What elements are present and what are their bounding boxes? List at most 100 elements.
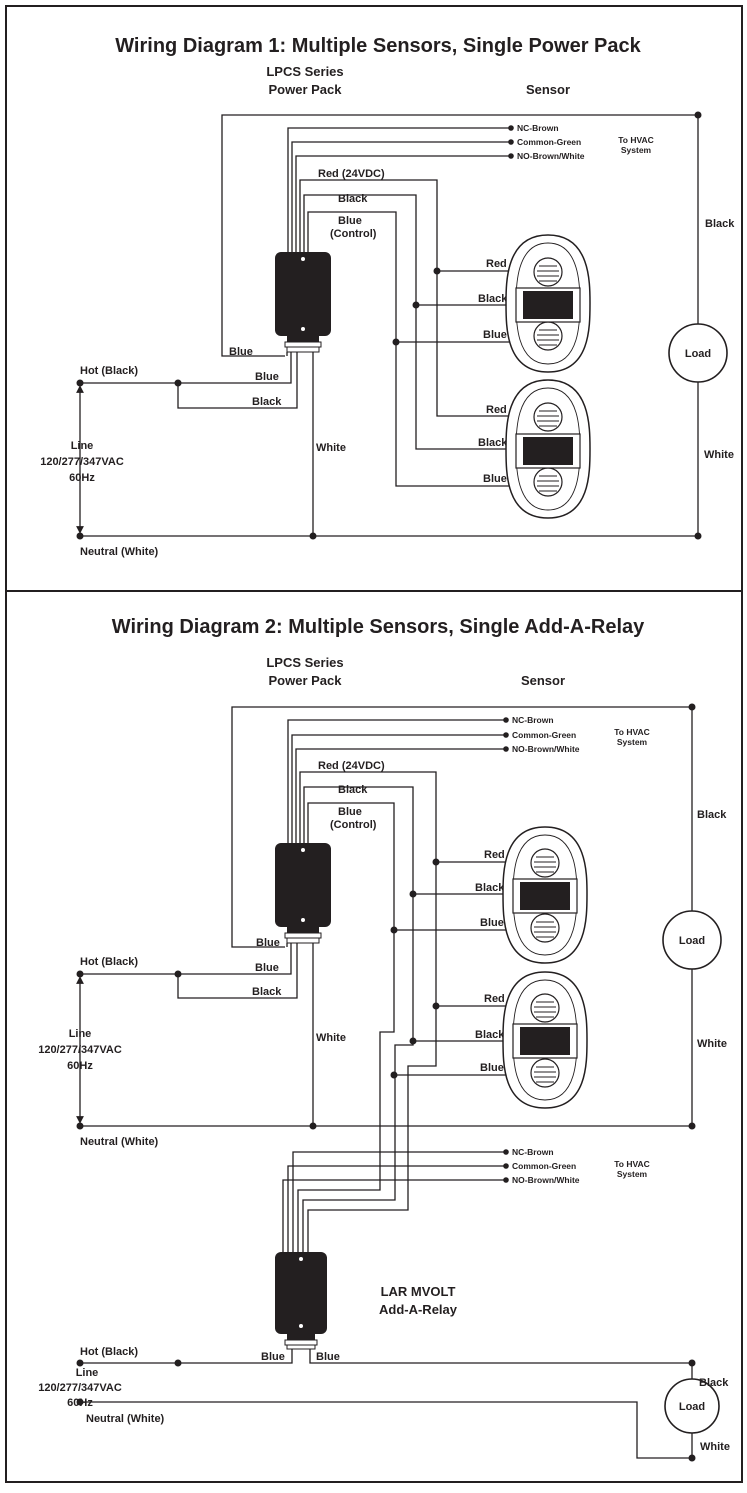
sensor2-black-label: Black	[478, 437, 508, 449]
terminal-dot	[508, 125, 514, 131]
junction-dot	[432, 1002, 440, 1010]
sensor2-red-label: Red	[486, 404, 507, 416]
sensor1-blue-label: Blue	[483, 329, 507, 341]
junction-dot	[688, 703, 696, 711]
terminal-dot	[503, 1149, 509, 1155]
blue-control-label-line1: Blue	[338, 215, 362, 227]
hvac-wire-common: Common-Green	[517, 137, 581, 147]
line-label-1: Line	[69, 1028, 92, 1040]
terminal-dot	[503, 717, 509, 723]
sensor-lens-icon	[533, 467, 563, 497]
red-24vdc-label: Red (24VDC)	[318, 760, 385, 772]
sensor-1	[505, 234, 591, 373]
pack-black-hot-wire	[177, 352, 298, 409]
sensor2-blue-label: Blue	[483, 473, 507, 485]
junction-dot	[76, 1122, 84, 1130]
relay-hvac-label-line1: To HVAC	[614, 1159, 650, 1169]
relay-nc-brown-wire	[292, 1151, 506, 1252]
sensor-lens-icon	[530, 848, 560, 878]
junction-dot	[76, 1398, 84, 1406]
relay-hvac-wire-common: Common-Green	[512, 1161, 576, 1171]
pack-nipple	[287, 927, 319, 933]
relay-hot-wire	[80, 1349, 293, 1364]
load-white-label: White	[704, 449, 734, 461]
line2-label-3: 60Hz	[67, 1397, 93, 1409]
hvac-label-line2: System	[621, 145, 652, 155]
mount-hole	[299, 1257, 303, 1261]
hot-label: Hot (Black)	[80, 365, 138, 377]
sensor1-black-label: Black	[475, 882, 505, 894]
hot-black-label: Black	[252, 396, 282, 408]
no-brown-white-wire	[295, 748, 506, 843]
neutral-label: Neutral (White)	[80, 546, 159, 558]
load-label: Load	[685, 348, 711, 360]
red-24vdc-label: Red (24VDC)	[318, 168, 385, 180]
blue-control-label-line2: (Control)	[330, 819, 377, 831]
load-label: Load	[679, 935, 705, 947]
sensor-header: Sensor	[526, 82, 570, 97]
hot-loop-wire	[231, 706, 693, 1126]
junction-dot	[76, 1359, 84, 1367]
load2-circle	[664, 1378, 720, 1434]
sensor-header: Sensor	[521, 673, 565, 688]
junction-dot	[392, 338, 400, 346]
junction-dot	[412, 301, 420, 309]
power-pack-body	[275, 252, 331, 336]
relay-load-wire	[80, 1349, 693, 1459]
relay-label-line2: Add-A-Relay	[379, 1302, 458, 1317]
junction-dot	[409, 1037, 417, 1045]
line2-label-2: 120/277/347VAC	[38, 1382, 122, 1394]
relay-blue-left-label: Blue	[261, 1351, 285, 1363]
pack-blue-label: Blue	[229, 346, 253, 358]
black-bus-wire	[303, 194, 515, 450]
relay-common-green-wire	[287, 1165, 506, 1252]
black-label: Black	[338, 784, 368, 796]
mount-hole	[301, 327, 305, 331]
sensor2-red-label: Red	[484, 993, 505, 1005]
sensor-lens-icon	[533, 321, 563, 351]
red-24vdc-wire	[299, 771, 437, 1252]
hvac-wire-common: Common-Green	[512, 730, 576, 740]
junction-dot	[174, 1359, 182, 1367]
power-pack-label-line1: LPCS Series	[266, 64, 343, 79]
hvac-label-line1: To HVAC	[618, 135, 654, 145]
sensor-lens-icon	[533, 402, 563, 432]
sensor1-blue-label: Blue	[480, 917, 504, 929]
mount-hole	[301, 918, 305, 922]
junction-dot	[76, 970, 84, 978]
power-pack-body	[275, 843, 331, 927]
mount-hole	[301, 257, 305, 261]
terminal-dot	[503, 1177, 509, 1183]
sensor-2	[502, 971, 588, 1109]
junction-dot	[688, 1359, 696, 1367]
pack-blue-hot-wire	[178, 352, 292, 384]
hot-label: Hot (Black)	[80, 956, 138, 968]
diagram1: Wiring Diagram 1: Multiple Sensors, Sing…	[40, 35, 735, 558]
diagram1-frame	[5, 5, 743, 592]
hot-blue-label: Blue	[255, 962, 279, 974]
blue-control-wire	[297, 802, 395, 1252]
line-label-1: Line	[71, 440, 94, 452]
junction-dot	[433, 267, 441, 275]
terminal-dot	[508, 153, 514, 159]
pack-nut	[284, 341, 322, 348]
sensor2-blue-label: Blue	[480, 1062, 504, 1074]
hvac-wire-nc: NC-Brown	[517, 123, 559, 133]
diagram2-frame	[5, 590, 743, 1483]
diagram2-title: Wiring Diagram 2: Multiple Sensors, Sing…	[112, 616, 645, 638]
no-brown-white-wire	[295, 155, 511, 252]
black-bus-wire	[302, 786, 414, 1252]
load2-white-label: White	[700, 1441, 730, 1453]
load2-black-label: Black	[699, 1377, 729, 1389]
relay-nut	[284, 1339, 318, 1346]
neutral-label: Neutral (White)	[80, 1136, 159, 1148]
junction-dot	[174, 970, 182, 978]
pack-black-hot-wire	[177, 943, 298, 999]
relay-nut	[286, 1344, 316, 1350]
hvac-wire-no: NO-Brown/White	[512, 744, 580, 754]
line-label-2: 120/277/347VAC	[38, 1044, 122, 1056]
common-green-wire	[291, 141, 511, 252]
terminal-dot	[503, 746, 509, 752]
relay-label-line1: LAR MVOLT	[381, 1284, 456, 1299]
